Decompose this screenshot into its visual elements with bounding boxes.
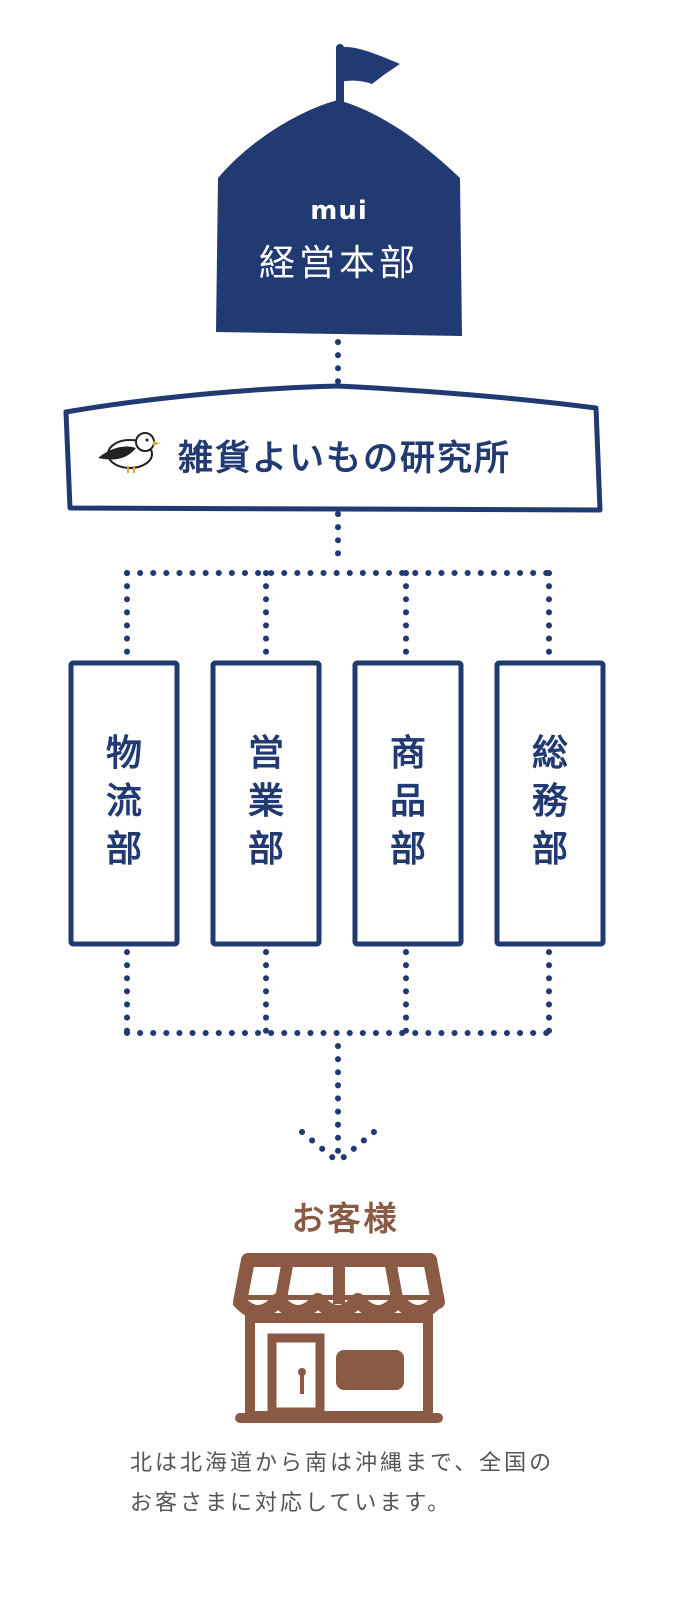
customer-title: お客様 [291,1199,400,1238]
department-box [352,660,464,947]
department-label-sales: 営業部 [247,733,284,870]
connectors [124,339,552,1165]
hq-brand-logo: mui [310,196,368,226]
department-box [210,660,322,947]
seagull-icon [98,432,160,473]
flag-icon [336,46,400,84]
shop-icon [232,1253,445,1423]
department-label-logistics: 物流部 [105,733,142,870]
department-box [494,660,606,947]
department-boxes [68,660,606,947]
department-label-general: 総務部 [531,733,568,870]
research-lab-name: 雑貨よいもの研究所 [178,439,512,479]
department-label-products: 商品部 [389,733,426,870]
headquarters-tent [216,44,462,336]
hq-title: 経営本部 [258,243,419,284]
research-lab-box [63,383,603,513]
service-area-description: 北は北海道から南は沖縄まで、全国のお客さまに対応しています。 [130,1451,555,1516]
department-box [68,660,180,947]
